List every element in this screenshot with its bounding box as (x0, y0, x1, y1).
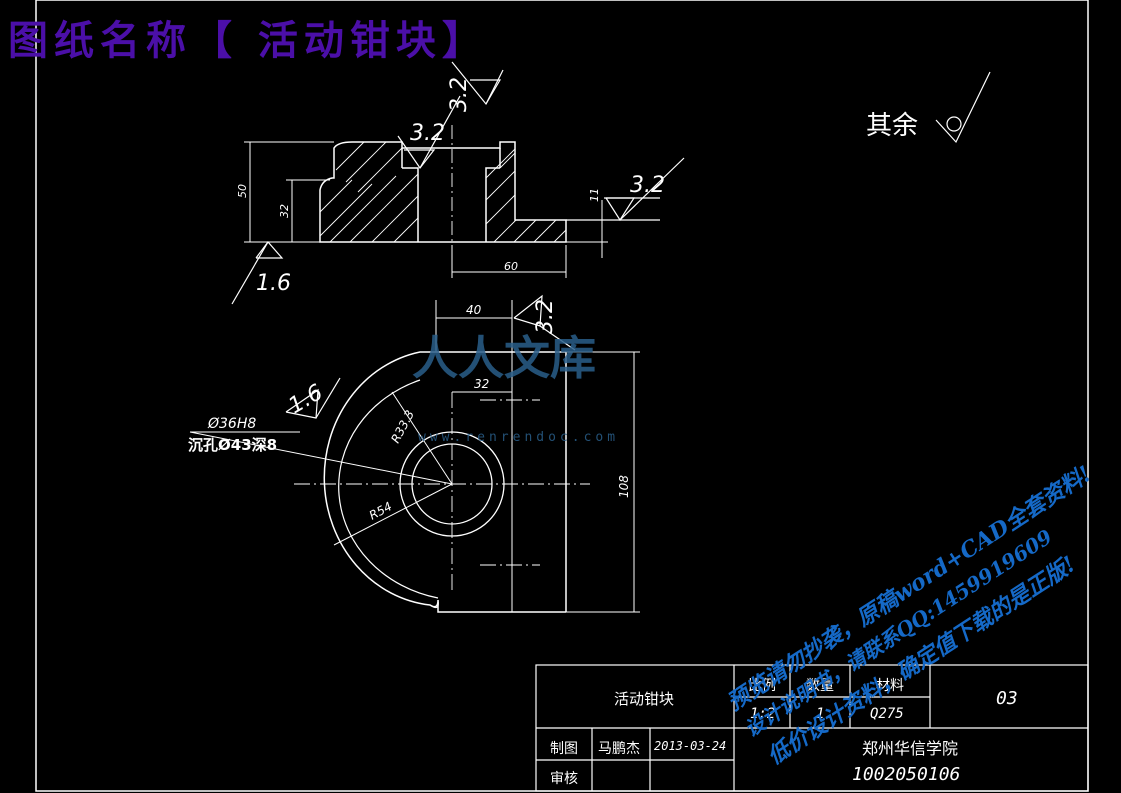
drawing-number: 03 (996, 688, 1018, 709)
header-scale: 比例 (748, 678, 776, 694)
roughness-3-2-top: 3.2 (447, 77, 472, 112)
dim-length: 60 (504, 260, 518, 273)
roughness-general-label: 其余 (866, 111, 918, 141)
counterbore-callout: 沉孔Ø43深8 (188, 436, 277, 454)
hole-callout: Ø36H8 (207, 416, 256, 432)
dim-height-total: 50 (236, 184, 249, 198)
review-label: 审核 (550, 771, 578, 787)
part-name: 活动钳块 (614, 690, 675, 708)
header-material: 材料 (876, 678, 904, 694)
watermark-logo: 人人文库 (412, 331, 596, 385)
section-hatch-right (485, 148, 567, 243)
section-view (231, 61, 991, 305)
drawn-by: 马鹏杰 (598, 741, 640, 757)
roughness-3-2-step: 3.2 (630, 173, 665, 198)
dim-radius-small: R33.3 (388, 408, 417, 446)
section-hatch-left (319, 141, 419, 243)
drawing-title: 图纸名称【 活动钳块】 (8, 17, 488, 64)
value-material: Q275 (870, 706, 904, 722)
dim-height: 108 (617, 475, 631, 498)
plan-view (189, 294, 640, 613)
dim-step: 11 (588, 188, 601, 202)
dim-width-inner: 32 (474, 377, 489, 391)
dim-radius-large: R54 (367, 499, 394, 522)
header-quantity: 数量 (806, 678, 834, 694)
dim-height-inner: 32 (278, 204, 291, 218)
watermark-url: www.renrendoc.com (418, 430, 620, 445)
value-scale: 1:2 (750, 706, 776, 722)
student-id: 1002050106 (852, 764, 961, 785)
drawn-date: 2013-03-24 (654, 739, 727, 753)
title-block (535, 664, 1089, 792)
value-quantity: 1 (816, 706, 825, 722)
school-name: 郑州华信学院 (862, 739, 959, 758)
roughness-1-6-base: 1.6 (256, 271, 291, 296)
roughness-3-2-bore: 3.2 (410, 121, 445, 146)
dim-width-top: 40 (466, 303, 482, 317)
roughness-3-2-plan: 3.2 (533, 299, 558, 334)
drawn-label: 制图 (550, 741, 578, 757)
